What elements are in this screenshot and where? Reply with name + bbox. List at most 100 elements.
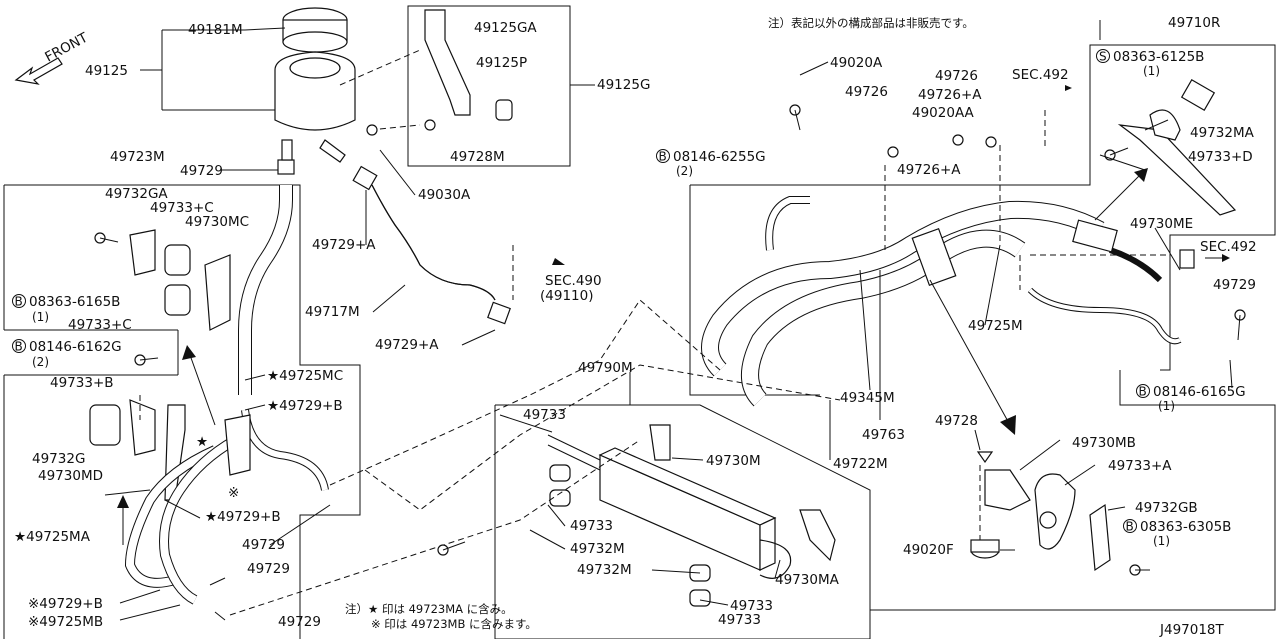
lower-right-parts (970, 451, 1111, 572)
note-top: 注）表記以外の構成部品は非販売です。 (768, 16, 974, 30)
label-49729-b: 49729 (242, 537, 285, 553)
label-49733-c: 49733 (730, 598, 773, 614)
label-49729-a: 49729 (180, 163, 223, 179)
label-49728: 49728 (935, 413, 978, 429)
label-sec490: SEC.490 (545, 273, 602, 289)
label-08146-6255g-qty: (2) (676, 164, 693, 178)
label-49726a-2: 49726+A (897, 162, 961, 178)
left-lower-pipes (124, 414, 251, 605)
arrows (14, 57, 1230, 545)
label-49733d: 49733+D (1188, 149, 1253, 165)
marker-s-1: S (1099, 50, 1107, 64)
leader-lines (104, 20, 1233, 621)
labels: FRONT 49181M 49125 49125GA 49125P 49125G… (14, 15, 1257, 638)
label-49729b-3: ※49729+B (28, 596, 103, 612)
label-49763: 49763 (862, 427, 905, 443)
label-49733c-1: 49733+C (150, 200, 214, 216)
label-49790m: 49790M (578, 360, 633, 376)
label-08146-6165g: 08146-6165G (1153, 384, 1246, 400)
marker-b-2: B (15, 340, 23, 354)
label-49730md: 49730MD (38, 468, 103, 484)
label-49730mb: 49730MB (1072, 435, 1136, 451)
label-08363-6165b: 08363-6165B (29, 294, 120, 310)
label-49729-d: 49729 (278, 614, 321, 630)
label-sec490-ref: (49110) (540, 288, 593, 304)
bracket-49125g (366, 9, 513, 136)
label-49020f: 49020F (903, 542, 954, 558)
circled-markers (12, 49, 1150, 533)
label-49732m-2: 49732M (577, 562, 632, 578)
label-08363-6125b-qty: (1) (1143, 64, 1160, 78)
label-49729a-2: 49729+A (375, 337, 439, 353)
left-bracket-parts (89, 229, 231, 501)
label-49733a: 49733+A (1108, 458, 1172, 474)
label-49729b-1: ★49729+B (267, 398, 343, 414)
label-sec492-b: SEC.492 (1200, 239, 1257, 255)
label-49732g: 49732G (32, 451, 85, 467)
label-49733-a: 49733 (523, 407, 566, 423)
label-49730m: 49730M (706, 453, 761, 469)
label-08363-6305b: 08363-6305B (1140, 519, 1231, 535)
front-arrow-icon (14, 57, 63, 85)
label-49733b: 49733+B (50, 375, 114, 391)
label-08363-6125b: 08363-6125B (1113, 49, 1204, 65)
label-49030a: 49030A (418, 187, 471, 203)
label-08146-6162g-qty: (2) (32, 355, 49, 369)
label-49725mb: ※49725MB (28, 614, 103, 630)
note-bottom-1: 注）★ 印は 49723MA に含み。 (345, 602, 513, 616)
bolts (94, 104, 1246, 576)
label-49181m: 49181M (188, 22, 243, 38)
label-49717m: 49717M (305, 304, 360, 320)
group-boxes (3, 5, 1276, 639)
label-49733-d: 49733 (718, 612, 761, 628)
label-08146-6162g: 08146-6162G (29, 339, 122, 355)
label-49722m: 49722M (833, 456, 888, 472)
label-49730me: 49730ME (1130, 216, 1193, 232)
label-49729-c: 49729 (247, 561, 290, 577)
label-49725m: 49725M (968, 318, 1023, 334)
label-49710r: 49710R (1168, 15, 1220, 31)
label-49125: 49125 (85, 63, 128, 79)
label-49730ma: 49730MA (775, 572, 840, 588)
label-49725mc: ★49725MC (267, 368, 343, 384)
label-08146-6165g-qty: (1) (1158, 399, 1175, 413)
label-kome-marker: ※ (228, 485, 239, 501)
label-49732ma: 49732MA (1190, 125, 1255, 141)
label-49125p: 49125P (476, 55, 527, 71)
label-49020a: 49020A (830, 55, 883, 71)
label-08146-6255g: 08146-6255G (673, 149, 766, 165)
label-49732m-1: 49732M (570, 541, 625, 557)
right-pipes (701, 79, 1237, 407)
cooler-49790m (547, 424, 836, 607)
reservoir (274, 7, 421, 175)
label-star-marker: ★ (196, 434, 208, 450)
hose-49717m (352, 165, 511, 325)
label-49732ga: 49732GA (105, 186, 168, 202)
label-49726-a: 49726 (935, 68, 978, 84)
note-bottom-2: ※ 印は 49723MB に含みます。 (371, 617, 537, 631)
label-49725ma: ★49725MA (14, 529, 91, 545)
label-sec492-a: SEC.492 (1012, 67, 1069, 83)
label-49733-b: 49733 (570, 518, 613, 534)
label-49729-e: 49729 (1213, 277, 1256, 293)
label-08363-6165b-qty: (1) (32, 310, 49, 324)
label-49345m: 49345M (840, 390, 895, 406)
label-49728m: 49728M (450, 149, 505, 165)
connector-lines (139, 110, 1170, 616)
label-49020aa: 49020AA (912, 105, 975, 121)
marker-b-1: B (15, 295, 23, 309)
label-49723m: 49723M (110, 149, 165, 165)
label-49125ga: 49125GA (474, 20, 537, 36)
label-49726a-1: 49726+A (918, 87, 982, 103)
label-49726-b: 49726 (845, 84, 888, 100)
marker-b-5: B (1126, 520, 1134, 534)
marker-b-4: B (1139, 385, 1147, 399)
label-49733c-2: 49733+C (68, 317, 132, 333)
hose-49723m (238, 185, 329, 491)
front-label: FRONT (42, 29, 91, 65)
drawing-number: J497018T (1159, 622, 1225, 638)
label-49730mc: 49730MC (185, 214, 249, 230)
marker-b-3: B (659, 150, 667, 164)
